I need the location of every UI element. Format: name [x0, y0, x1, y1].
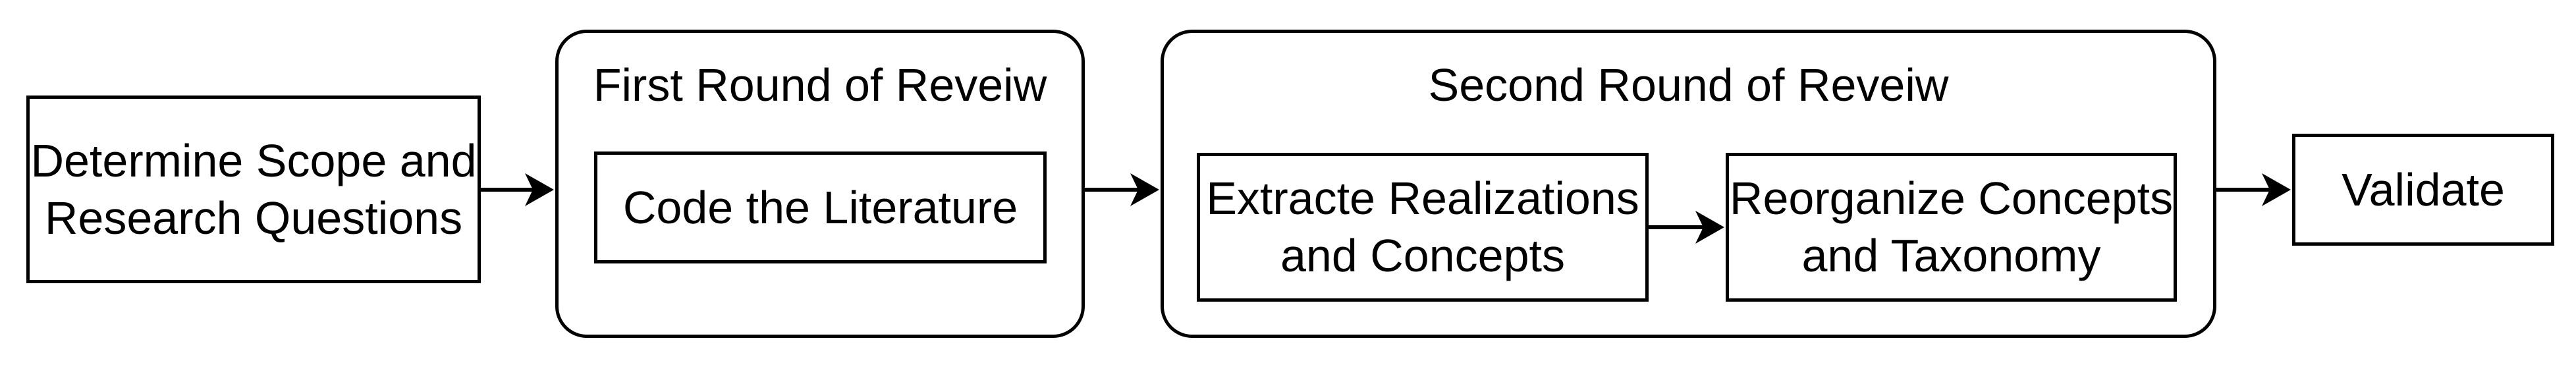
node-extract-realizations: Extracte Realizations and Concepts	[1197, 153, 1649, 302]
group-first-round-title: First Round of Reveiw	[593, 59, 1047, 111]
node-determine-scope-label: Determine Scope and Research Questions	[30, 134, 477, 244]
node-validate-label: Validate	[2342, 163, 2505, 215]
node-code-the-literature: Code the Literature	[594, 151, 1047, 263]
node-code-the-literature-label: Code the Literature	[622, 181, 1018, 233]
arrow-first-round-to-second-round	[1085, 173, 1159, 206]
node-reorganize-concepts-label: Reorganize Concepts and Taxonomy	[1729, 173, 2174, 281]
node-determine-scope: Determine Scope and Research Questions	[26, 96, 481, 283]
arrow-second-round-to-validate	[2216, 173, 2291, 206]
node-validate: Validate	[2292, 134, 2554, 246]
group-first-round-of-review: First Round of Reveiw Code the Literatur…	[555, 30, 1085, 338]
group-second-round-title: Second Round of Reveiw	[1428, 59, 1949, 111]
node-reorganize-concepts: Reorganize Concepts and Taxonomy	[1726, 153, 2177, 302]
node-extract-realizations-label: Extracte Realizations and Concepts	[1206, 173, 1639, 281]
group-second-round-of-review: Second Round of Reveiw Extracte Realizat…	[1161, 30, 2216, 338]
arrow-determine-to-first-round	[481, 173, 554, 206]
